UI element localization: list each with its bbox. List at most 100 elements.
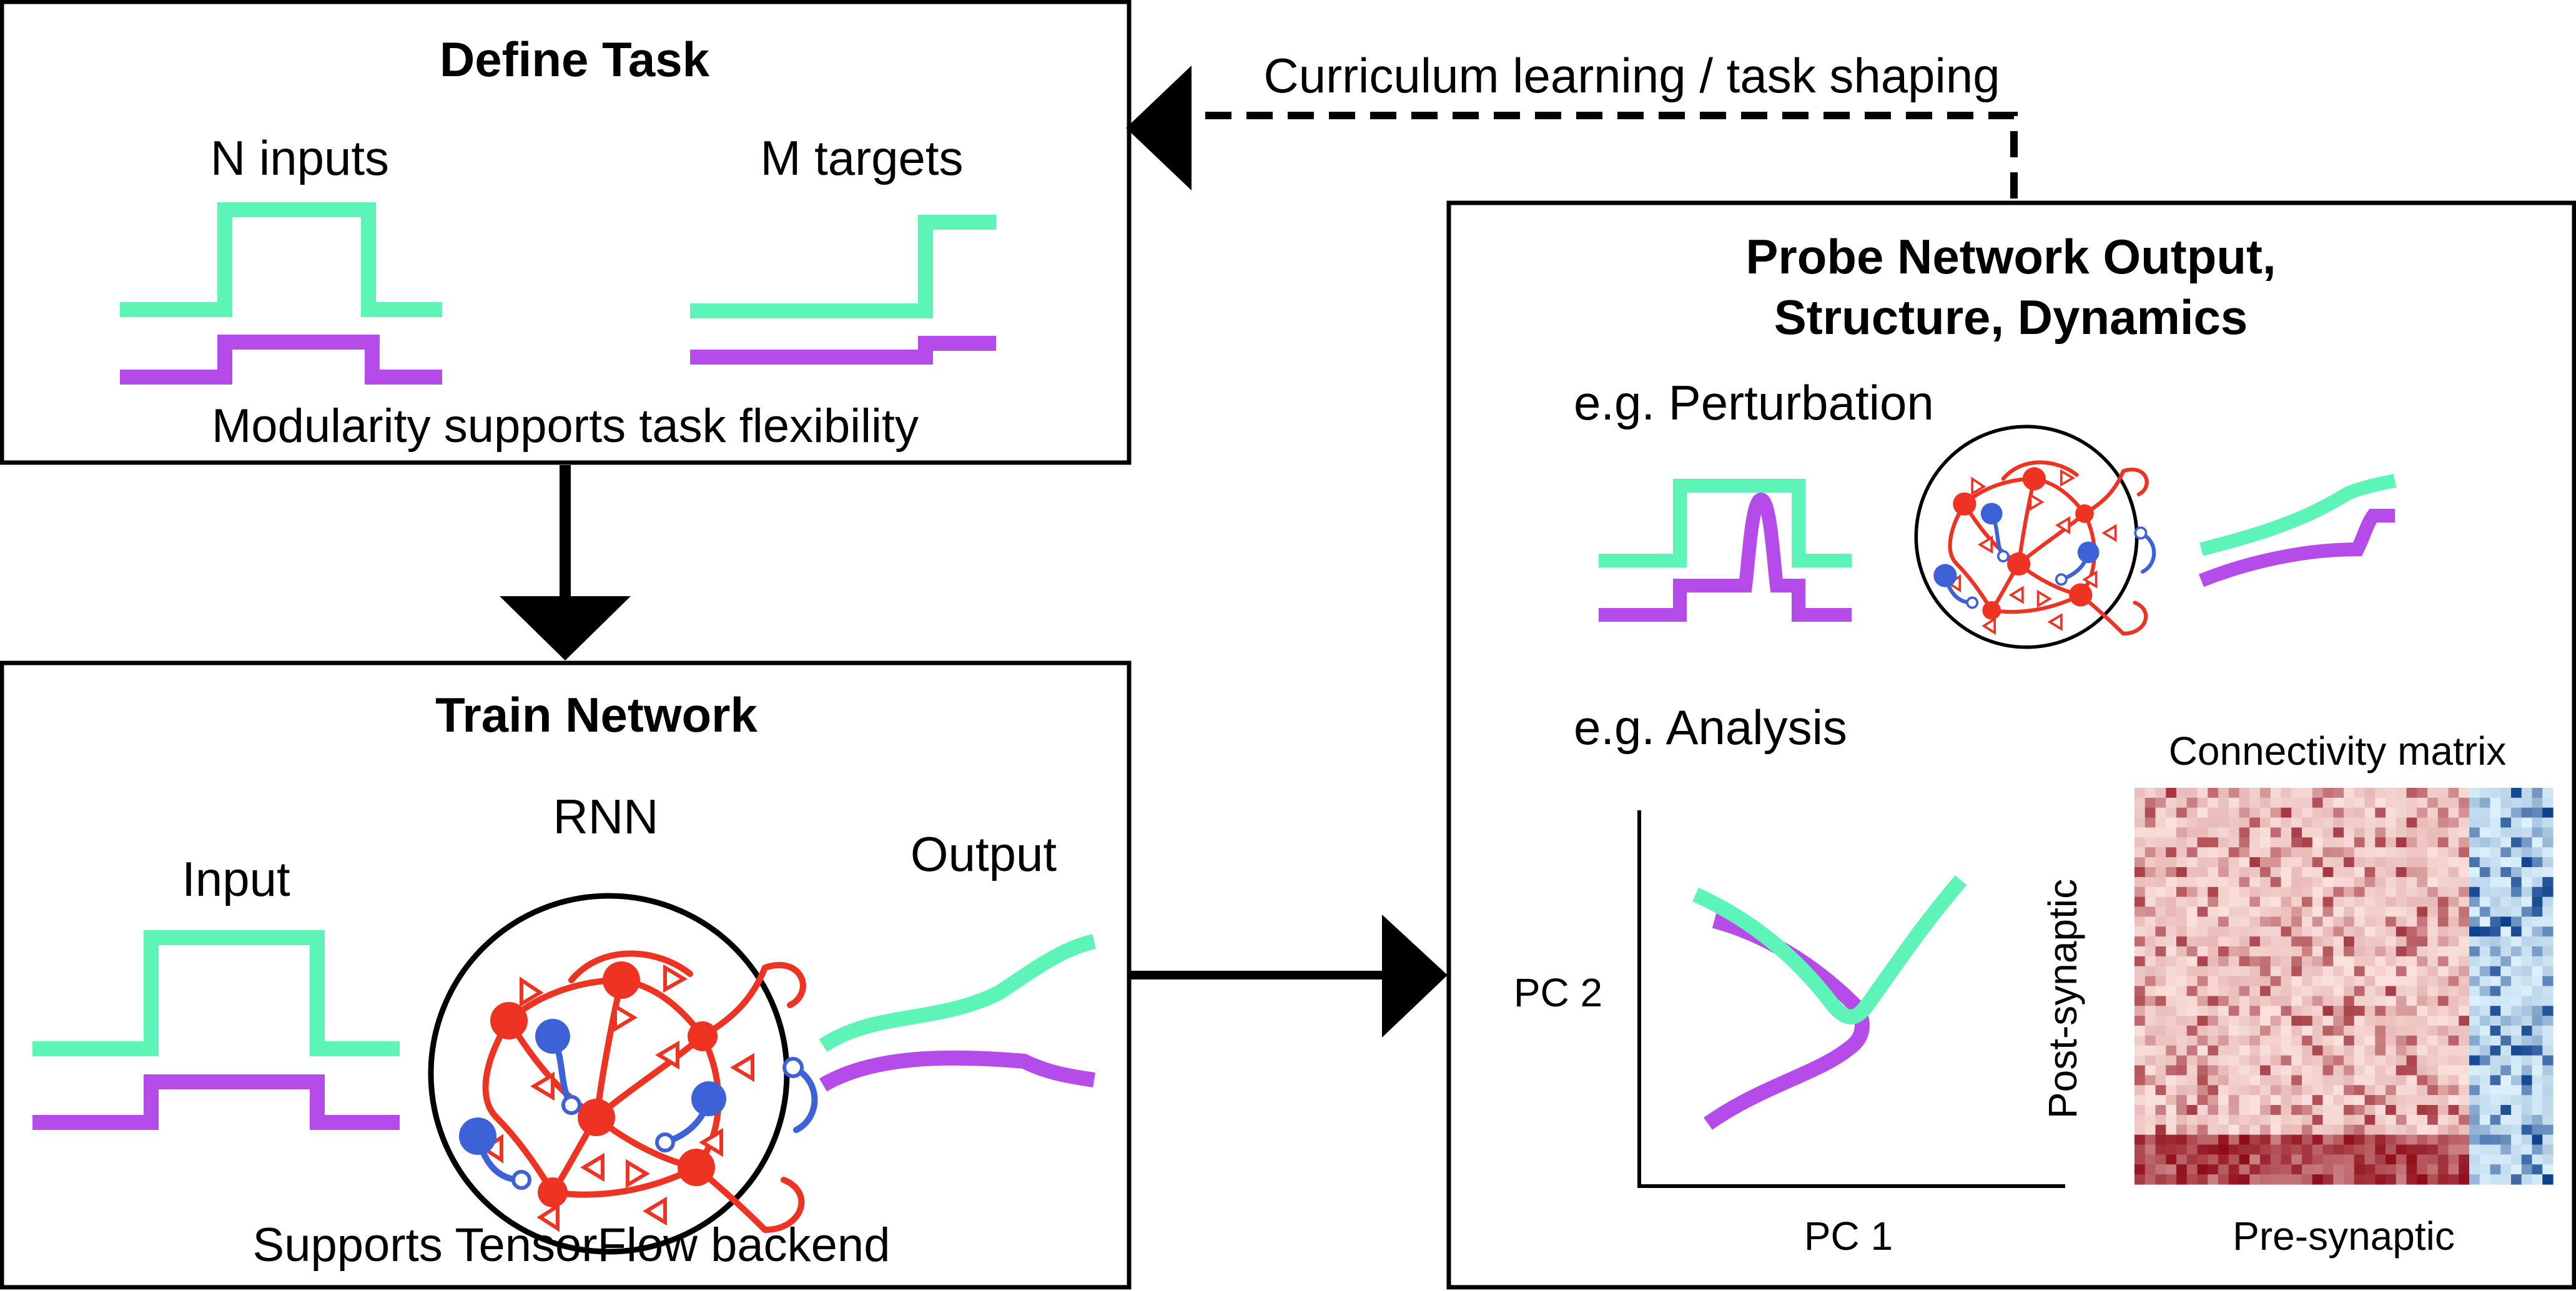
matrix-cell bbox=[2396, 867, 2407, 878]
matrix-cell bbox=[2532, 1174, 2543, 1185]
matrix-cell bbox=[2208, 1105, 2219, 1116]
matrix-cell bbox=[2218, 906, 2229, 917]
matrix-cell bbox=[2427, 966, 2439, 977]
matrix-cell bbox=[2166, 817, 2177, 828]
matrix-cell bbox=[2312, 1105, 2324, 1116]
matrix-cell bbox=[2542, 797, 2554, 808]
matrix-cell bbox=[2532, 1105, 2543, 1116]
matrix-cell bbox=[2144, 1164, 2156, 1175]
matrix-cell bbox=[2542, 1016, 2554, 1026]
matrix-cell bbox=[2302, 916, 2313, 927]
matrix-cell bbox=[2469, 1114, 2480, 1126]
matrix-cell bbox=[2386, 1154, 2397, 1165]
matrix-cell bbox=[2281, 797, 2292, 808]
matrix-cell bbox=[2218, 1075, 2229, 1086]
matrix-cell bbox=[2490, 1095, 2501, 1106]
matrix-cell bbox=[2542, 1144, 2554, 1155]
matrix-cell bbox=[2354, 847, 2366, 858]
matrix-cell bbox=[2427, 1075, 2439, 1086]
matrix-cell bbox=[2354, 867, 2366, 878]
matrix-cell bbox=[2521, 857, 2533, 868]
matrix-cell bbox=[2260, 1035, 2271, 1046]
matrix-cell bbox=[2155, 1006, 2166, 1016]
matrix-cell bbox=[2228, 996, 2240, 1006]
matrix-cell bbox=[2459, 1144, 2470, 1155]
matrix-cell bbox=[2134, 1065, 2146, 1076]
matrix-cell bbox=[2386, 926, 2397, 937]
matrix-cell bbox=[2134, 807, 2146, 818]
matrix-cell bbox=[2239, 906, 2250, 917]
matrix-cell bbox=[2260, 946, 2271, 957]
matrix-cell bbox=[2218, 926, 2229, 937]
matrix-cell bbox=[2406, 996, 2417, 1006]
matrix-cell bbox=[2134, 926, 2146, 937]
matrix-cell bbox=[2312, 926, 2324, 937]
matrix-cell bbox=[2459, 936, 2470, 947]
matrix-cell bbox=[2364, 916, 2376, 927]
matrix-cell bbox=[2312, 956, 2324, 967]
matrix-cell bbox=[2260, 1026, 2271, 1036]
matrix-cell bbox=[2144, 896, 2156, 908]
matrix-cell bbox=[2134, 788, 2146, 798]
matrix-cell bbox=[2260, 896, 2271, 908]
matrix-cell bbox=[2218, 916, 2229, 927]
matrix-cell bbox=[2144, 788, 2156, 798]
matrix-cell bbox=[2406, 1105, 2417, 1116]
matrix-cell bbox=[2500, 946, 2512, 957]
matrix-cell bbox=[2197, 847, 2208, 858]
matrix-cell bbox=[2417, 1124, 2428, 1136]
matrix-cell bbox=[2521, 817, 2533, 828]
matrix-cell bbox=[2364, 1134, 2376, 1146]
matrix-cell bbox=[2406, 896, 2417, 908]
matrix-cell bbox=[2427, 1006, 2439, 1016]
matrix-cell bbox=[2427, 906, 2439, 917]
matrix-cell bbox=[2437, 1154, 2449, 1165]
matrix-cell bbox=[2134, 1124, 2146, 1136]
matrix-cell bbox=[2354, 876, 2366, 888]
matrix-cell bbox=[2197, 916, 2208, 927]
matrix-cell bbox=[2291, 1026, 2302, 1036]
matrix-cell bbox=[2542, 1006, 2554, 1016]
matrix-cell bbox=[2218, 1006, 2229, 1016]
matrix-cell bbox=[2354, 986, 2366, 996]
matrix-cell bbox=[2521, 827, 2533, 838]
matrix-cell bbox=[2291, 926, 2302, 937]
matrix-cell bbox=[2218, 996, 2229, 1006]
matrix-cell bbox=[2406, 1035, 2417, 1046]
matrix-cell bbox=[2270, 1164, 2282, 1175]
matrix-cell bbox=[2427, 807, 2439, 818]
matrix-cell bbox=[2375, 867, 2386, 878]
matrix-cell bbox=[2437, 788, 2449, 798]
matrix-cell bbox=[2155, 936, 2166, 947]
matrix-cell bbox=[2396, 1045, 2407, 1056]
matrix-cell bbox=[2354, 817, 2366, 828]
matrix-cell bbox=[2542, 1124, 2554, 1136]
matrix-cell bbox=[2186, 1095, 2198, 1106]
matrix-cell bbox=[2396, 847, 2407, 858]
matrix-cell bbox=[2417, 876, 2428, 888]
matrix-cell bbox=[2208, 1035, 2219, 1046]
matrix-cell bbox=[2134, 956, 2146, 967]
matrix-cell bbox=[2521, 1095, 2533, 1106]
matrix-cell bbox=[2218, 1095, 2229, 1106]
matrix-cell bbox=[2197, 976, 2208, 987]
perturbation-label: e.g. Perturbation bbox=[1574, 375, 1934, 430]
matrix-cell bbox=[2396, 946, 2407, 957]
matrix-cell bbox=[2448, 867, 2459, 878]
matrix-cell bbox=[2354, 1124, 2366, 1136]
train-input-purple bbox=[32, 1074, 400, 1130]
matrix-cell bbox=[2260, 1095, 2271, 1106]
matrix-cell bbox=[2521, 956, 2533, 967]
matrix-cell bbox=[2322, 986, 2334, 996]
matrix-cell bbox=[2354, 1026, 2366, 1036]
matrix-cell bbox=[2396, 876, 2407, 888]
matrix-cell bbox=[2386, 1006, 2397, 1016]
matrix-cell bbox=[2448, 1055, 2459, 1066]
matrix-cell bbox=[2239, 807, 2250, 818]
matrix-cell bbox=[2155, 1174, 2166, 1185]
matrix-cell bbox=[2396, 976, 2407, 987]
matrix-cell bbox=[2479, 847, 2491, 858]
matrix-cell bbox=[2417, 896, 2428, 908]
matrix-cell bbox=[2386, 1065, 2397, 1076]
